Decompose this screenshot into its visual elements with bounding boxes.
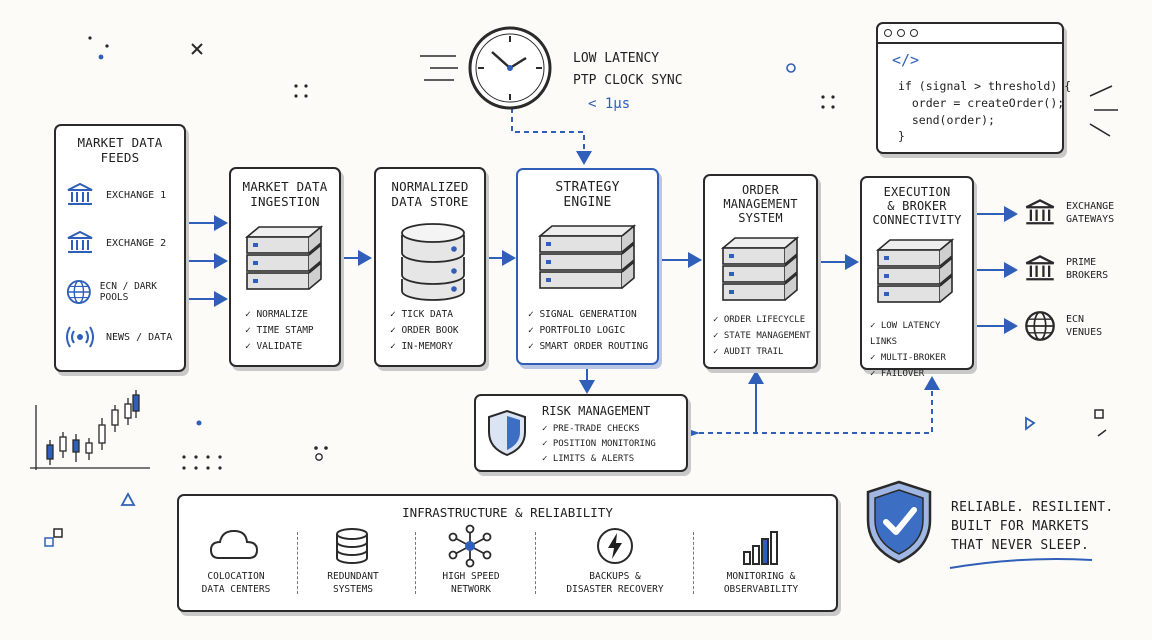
lightning-icon [597,528,633,564]
bar-chart-icon [743,531,778,565]
normalized-data-store-panel: NORMALIZED DATA STORE TICK DATA ORDER BO… [374,167,486,367]
oms-title: ORDER MANAGEMENT SYSTEM [723,183,798,225]
execution-connectivity-panel: EXECUTION & BROKER CONNECTIVITY LOW LATE… [860,176,974,379]
risk-title: RISK MANAGEMENT [542,404,651,418]
server-icon [876,238,955,303]
strategy-title: STRATEGY ENGINE [555,180,620,210]
latency-label-line2: PTP CLOCK SYNC [573,73,683,88]
ingestion-title: MARKET DATA INGESTION [242,179,328,209]
globe-icon [1025,311,1055,341]
divider [297,532,298,594]
bank-icon [1025,199,1055,225]
order-management-system-panel: ORDER MANAGEMENT SYSTEM ORDER LIFECYCLE … [703,174,818,369]
code-window: </> if (signal > threshold) { order = cr… [876,22,1071,154]
ingestion-items: NORMALIZE TIME STAMP VALIDATE [245,307,313,355]
broadcast-icon [66,326,94,348]
latency-label-line1: LOW LATENCY [573,51,660,66]
code-tag-icon: </> [892,51,920,69]
shield-icon [488,409,526,457]
infra-label: BACKUPS &DISASTER RECOVERY [566,571,664,595]
latency-value: < 1μs [588,96,631,112]
market-data-feeds-panel: MARKET DATA FEEDS EXCHANGE 1 EXCHANGE 2 … [54,124,186,372]
execution-title: EXECUTION & BROKER CONNECTIVITY [872,185,962,227]
arrow-risk-execution [690,376,940,434]
market-data-ingestion-panel: MARKET DATA INGESTION NORMALIZE TIME STA… [229,167,341,367]
risk-items: PRE-TRADE CHECKS POSITION MONITORING LIM… [542,422,656,467]
candlestick-chart-icon [30,390,150,470]
globe-icon [66,280,91,304]
feeds-title: MARKET DATA FEEDS [77,135,163,165]
risk-management-panel: RISK MANAGEMENT PRE-TRADE CHECKS POSITIO… [474,394,688,472]
bank-icon [67,182,93,205]
server-icon [721,236,800,301]
code-line-4: } [898,129,905,143]
bank-icon [67,230,93,253]
strategy-engine-panel: STRATEGY ENGINE SIGNAL GENERATION PORTFO… [516,168,659,365]
arrow-clock-strategy [511,108,592,165]
infra-label: MONITORING &OBSERVABILITY [723,571,799,595]
bank-icon [1025,255,1055,281]
decorative-doodles [44,36,1118,569]
execution-items: LOW LATENCY LINKS MULTI-BROKER FAILOVER [870,318,972,382]
shield-check-icon [866,480,932,564]
network-icon [448,524,492,568]
strategy-items: SIGNAL GENERATION PORTFOLIO LOGIC SMART … [528,307,648,355]
store-title: NORMALIZED DATA STORE [391,179,469,209]
server-icon [245,225,324,290]
divider [535,532,536,594]
slogan: RELIABLE. RESILIENT. BUILT FOR MARKETS T… [951,500,1114,553]
server-icon [538,224,637,289]
code-line-1: if (signal > threshold) { [898,79,1072,93]
feed-item: ECN / DARK POOLS [66,278,184,306]
cloud-icon [209,529,259,559]
oms-items: ORDER LIFECYCLE STATE MANAGEMENT AUDIT T… [713,312,811,360]
feed-item: EXCHANGE 2 [66,230,166,256]
window-dot-icon [897,29,905,37]
window-dot-icon [884,29,892,37]
code-line-2: order = createOrder(); [898,96,1065,110]
divider [415,532,416,594]
database-icon [336,528,368,564]
store-items: TICK DATA ORDER BOOK IN-MEMORY [390,307,458,355]
code-line-3: send(order); [898,113,995,127]
divider [693,532,694,594]
database-icon [401,223,465,301]
window-dot-icon [910,29,918,37]
feed-item: NEWS / DATA [66,324,172,350]
infra-title: INFRASTRUCTURE & RELIABILITY [402,505,613,520]
window-titlebar [878,24,1062,44]
clock-icon [420,26,552,110]
feed-item: EXCHANGE 1 [66,182,166,208]
